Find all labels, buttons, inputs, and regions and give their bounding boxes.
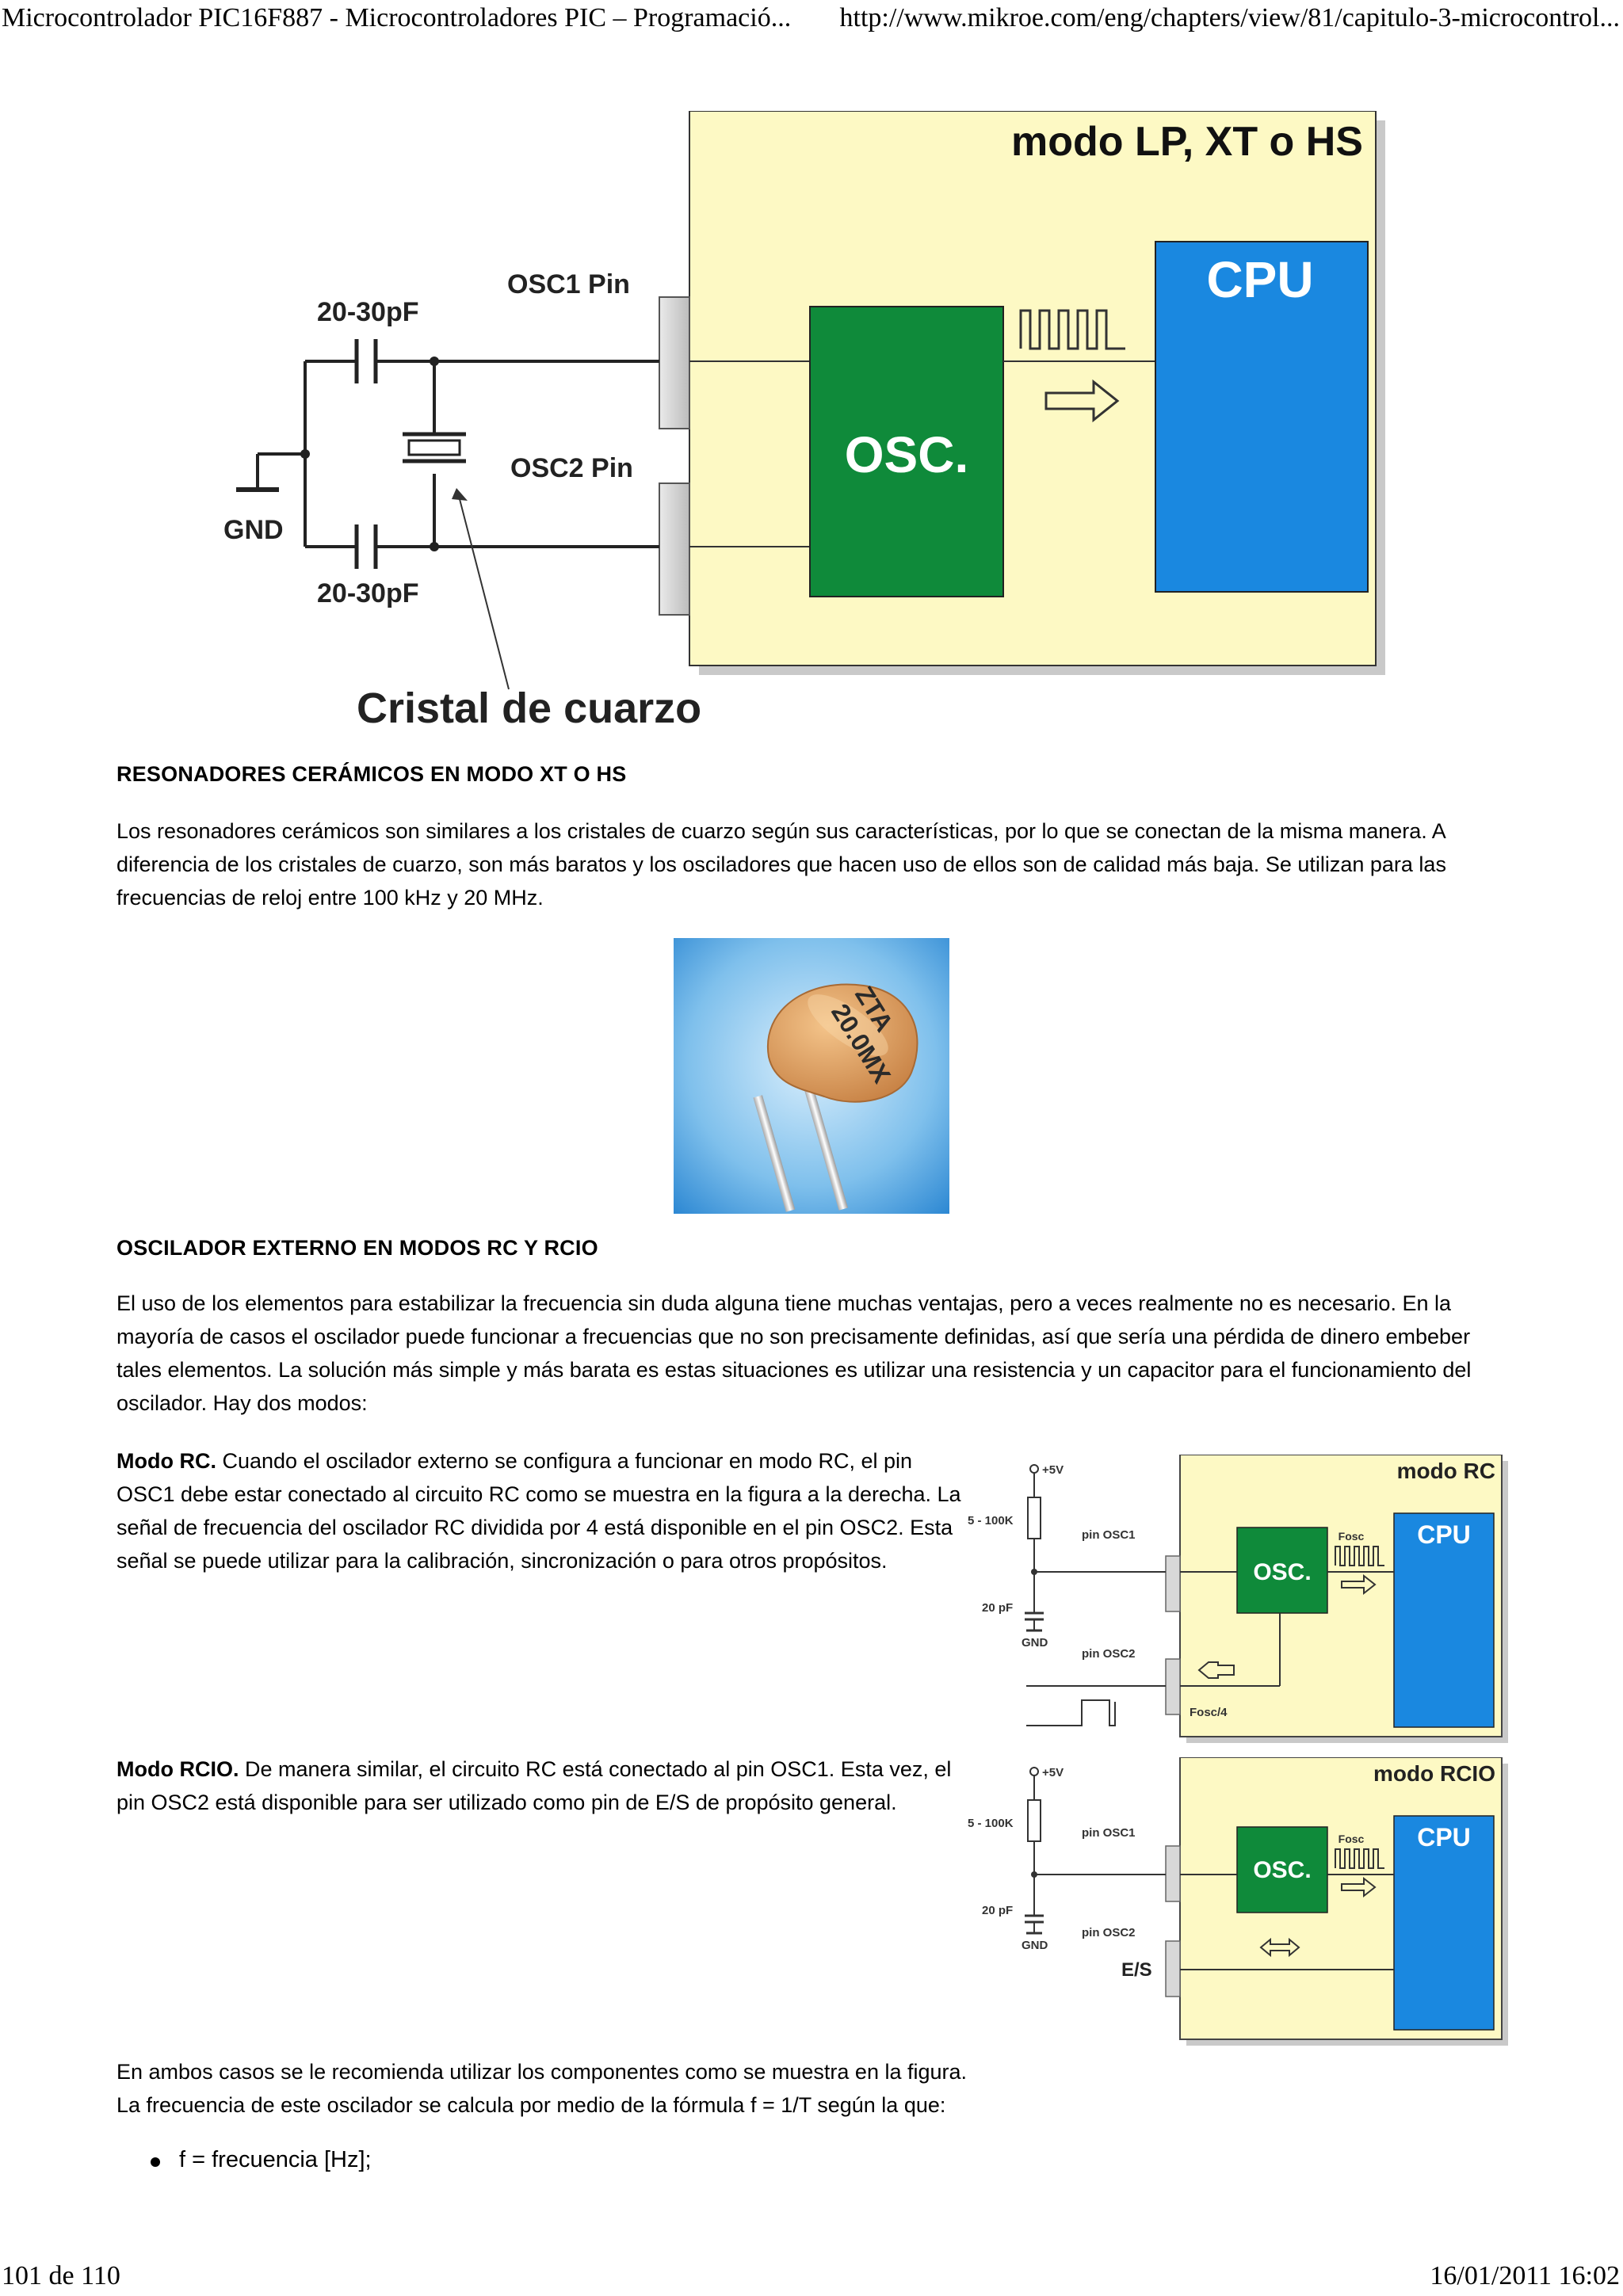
osc2-pin <box>659 483 689 615</box>
rcio-mode-title: modo RCIO <box>1373 1761 1495 1786</box>
print-footer-page: 101 de 110 <box>2 2261 120 2291</box>
svg-text:pin OSC2: pin OSC2 <box>1082 1647 1136 1661</box>
modo-rcio-paragraph: Modo RCIO. De manera similar, el circuit… <box>116 1753 972 1819</box>
svg-text:GND: GND <box>1022 1636 1048 1650</box>
svg-text:5 - 100K: 5 - 100K <box>968 1514 1014 1527</box>
modo-rc-term: Modo RC. <box>116 1449 216 1473</box>
svg-text:pin OSC1: pin OSC1 <box>1082 1826 1136 1840</box>
modo-rcio-text: De manera similar, el circuito RC está c… <box>116 1757 951 1814</box>
cpu-label: CPU <box>1206 251 1313 308</box>
svg-text:Fosc: Fosc <box>1338 1530 1365 1543</box>
rc-mode-diagram: modo RC OSC. CPU Fosc Fosc/4 +5V 5 - 100… <box>963 1455 1510 1743</box>
svg-text:20 pF: 20 pF <box>982 1601 1013 1615</box>
cap-top-label: 20-30pF <box>317 297 419 327</box>
svg-text:OSC.: OSC. <box>1253 1857 1311 1883</box>
ceramic-resonators-paragraph: Los resonadores cerámicos son similares … <box>116 814 1503 914</box>
svg-text:+5V: +5V <box>1042 1766 1064 1779</box>
svg-text:Fosc: Fosc <box>1338 1833 1365 1845</box>
mode-title: modo LP, XT o HS <box>1011 119 1363 165</box>
osc-label: OSC. <box>845 426 968 483</box>
closing-line2: La frecuencia de este oscilador se calcu… <box>116 2088 1503 2122</box>
rcio-resistor <box>1028 1800 1041 1841</box>
osc1-pin-label: OSC1 Pin <box>507 269 630 299</box>
gnd-label: GND <box>223 515 284 545</box>
svg-text:pin OSC1: pin OSC1 <box>1082 1528 1136 1542</box>
crystal-oscillator-diagram: modo LP, XT o HS OSC. CPU OSC1 Pin OSC2 … <box>214 111 1419 745</box>
formula-bullet-list: f = frecuencia [Hz]; <box>151 2147 372 2173</box>
external-oscillator-paragraph: El uso de los elementos para estabilizar… <box>116 1287 1503 1420</box>
svg-text:20 pF: 20 pF <box>982 1904 1013 1917</box>
section-heading-ceramic-resonators: RESONADORES CERÁMICOS EN MODO XT O HS <box>116 762 626 787</box>
svg-text:GND: GND <box>1022 1939 1048 1952</box>
modo-rc-text: Cuando el oscilador externo se configura… <box>116 1449 961 1573</box>
osc2-pin-label: OSC2 Pin <box>510 453 633 483</box>
svg-text:Fosc/4: Fosc/4 <box>1190 1706 1228 1719</box>
crystal-symbol <box>409 441 460 455</box>
print-header-title: Microcontrolador PIC16F887 - Microcontro… <box>2 3 791 33</box>
list-item: f = frecuencia [Hz]; <box>151 2147 372 2173</box>
closing-line1: En ambos casos se le recomienda utilizar… <box>116 2055 1503 2088</box>
crystal-caption: Cristal de cuarzo <box>357 685 701 732</box>
print-header-url: http://www.mikroe.com/eng/chapters/view/… <box>840 3 1621 33</box>
svg-text:+5V: +5V <box>1042 1463 1064 1477</box>
svg-text:5 - 100K: 5 - 100K <box>968 1817 1014 1830</box>
osc1-pin <box>659 297 689 429</box>
rcio-mode-diagram: modo RCIO OSC. CPU Fosc +5V 5 - 100K 20 … <box>963 1757 1510 2046</box>
section-heading-external-oscillator: OSCILADOR EXTERNO EN MODOS RC Y RCIO <box>116 1236 598 1261</box>
modo-rcio-term: Modo RCIO. <box>116 1757 239 1781</box>
rc-mode-title: modo RC <box>1397 1459 1495 1483</box>
svg-text:CPU: CPU <box>1417 1823 1471 1852</box>
ceramic-resonator-photo: ZTA 20.0MX <box>674 938 949 1214</box>
svg-text:pin OSC2: pin OSC2 <box>1082 1926 1136 1939</box>
modo-rc-paragraph: Modo RC. Cuando el oscilador externo se … <box>116 1444 972 1577</box>
print-footer-datetime: 16/01/2011 16:02 <box>1430 2261 1620 2291</box>
cap-bottom-label: 20-30pF <box>317 578 419 608</box>
svg-text:E/S: E/S <box>1121 1959 1152 1981</box>
rc-resistor <box>1028 1497 1041 1539</box>
svg-text:CPU: CPU <box>1417 1520 1471 1549</box>
svg-text:OSC.: OSC. <box>1253 1559 1311 1585</box>
